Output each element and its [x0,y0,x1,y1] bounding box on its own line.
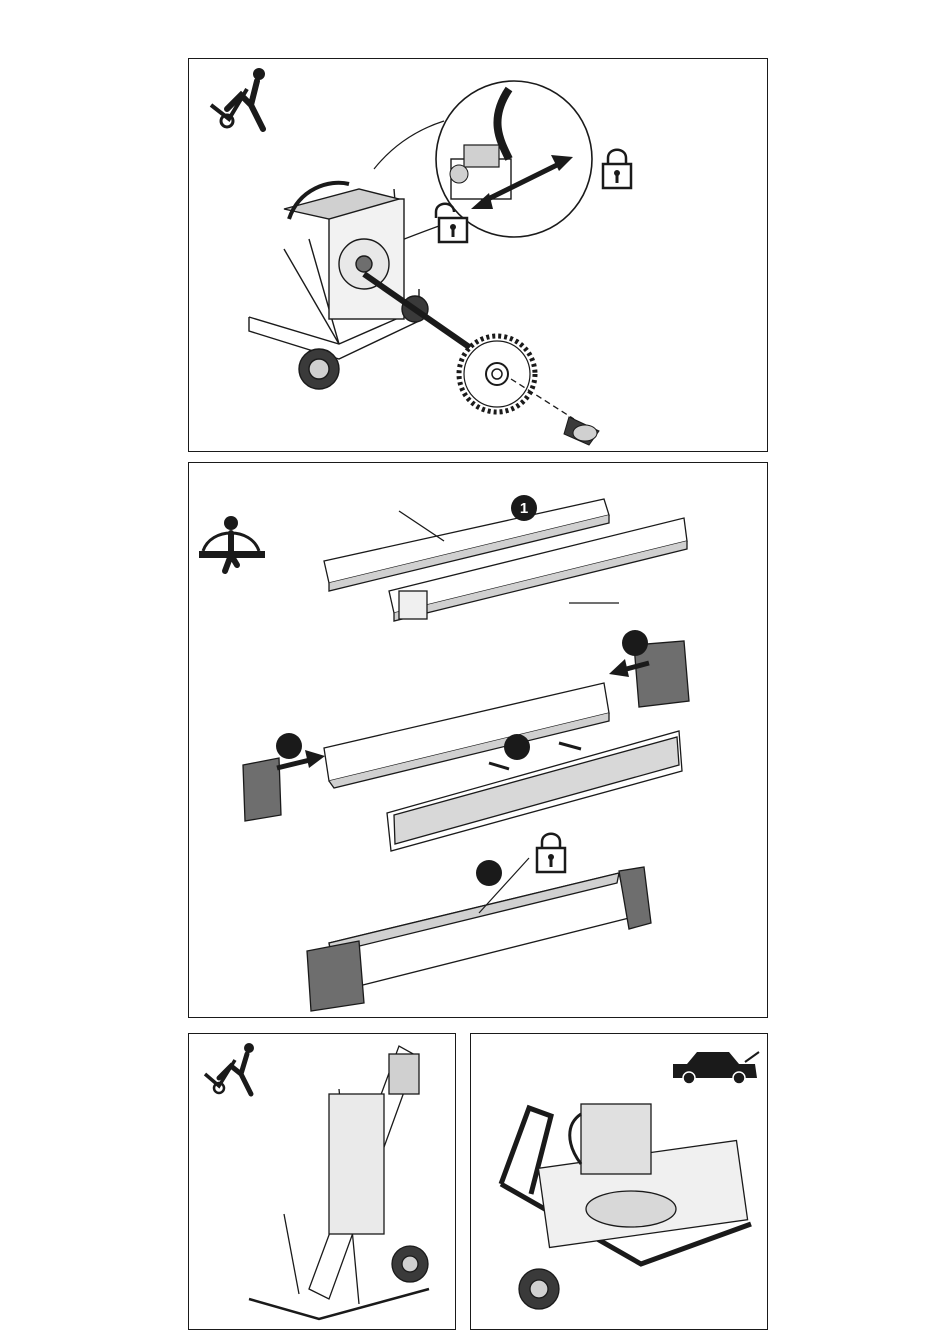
step-badge-3 [622,630,648,656]
person-carry-beam-icon [199,516,265,571]
step-badge-1: 1 [511,495,537,521]
rail-pair-drawing [324,499,687,621]
panel-trolley-upright [188,1033,456,1330]
step-badge-5 [476,860,502,886]
assembled-unit-drawing [307,867,651,1011]
trolley-push-icon [211,68,265,129]
flange-bolt-drawing [564,417,599,445]
step-badge-2 [276,733,302,759]
saw-upright-drawing [249,1046,429,1319]
step-badge-4 [504,734,530,760]
panel-blade-change [188,58,768,452]
lock-icon [603,150,631,188]
trolley-push-icon [205,1043,254,1094]
saw-on-trolley-drawing [249,183,428,389]
panel-car-transport [470,1033,768,1330]
step-1-label: 1 [520,500,528,517]
panel-rail-assembly: 1 [188,462,768,1018]
saw-blade-drawing [459,336,535,412]
car-icon [673,1052,759,1084]
lock-icon [537,834,565,872]
folded-saw-drawing [501,1104,751,1309]
